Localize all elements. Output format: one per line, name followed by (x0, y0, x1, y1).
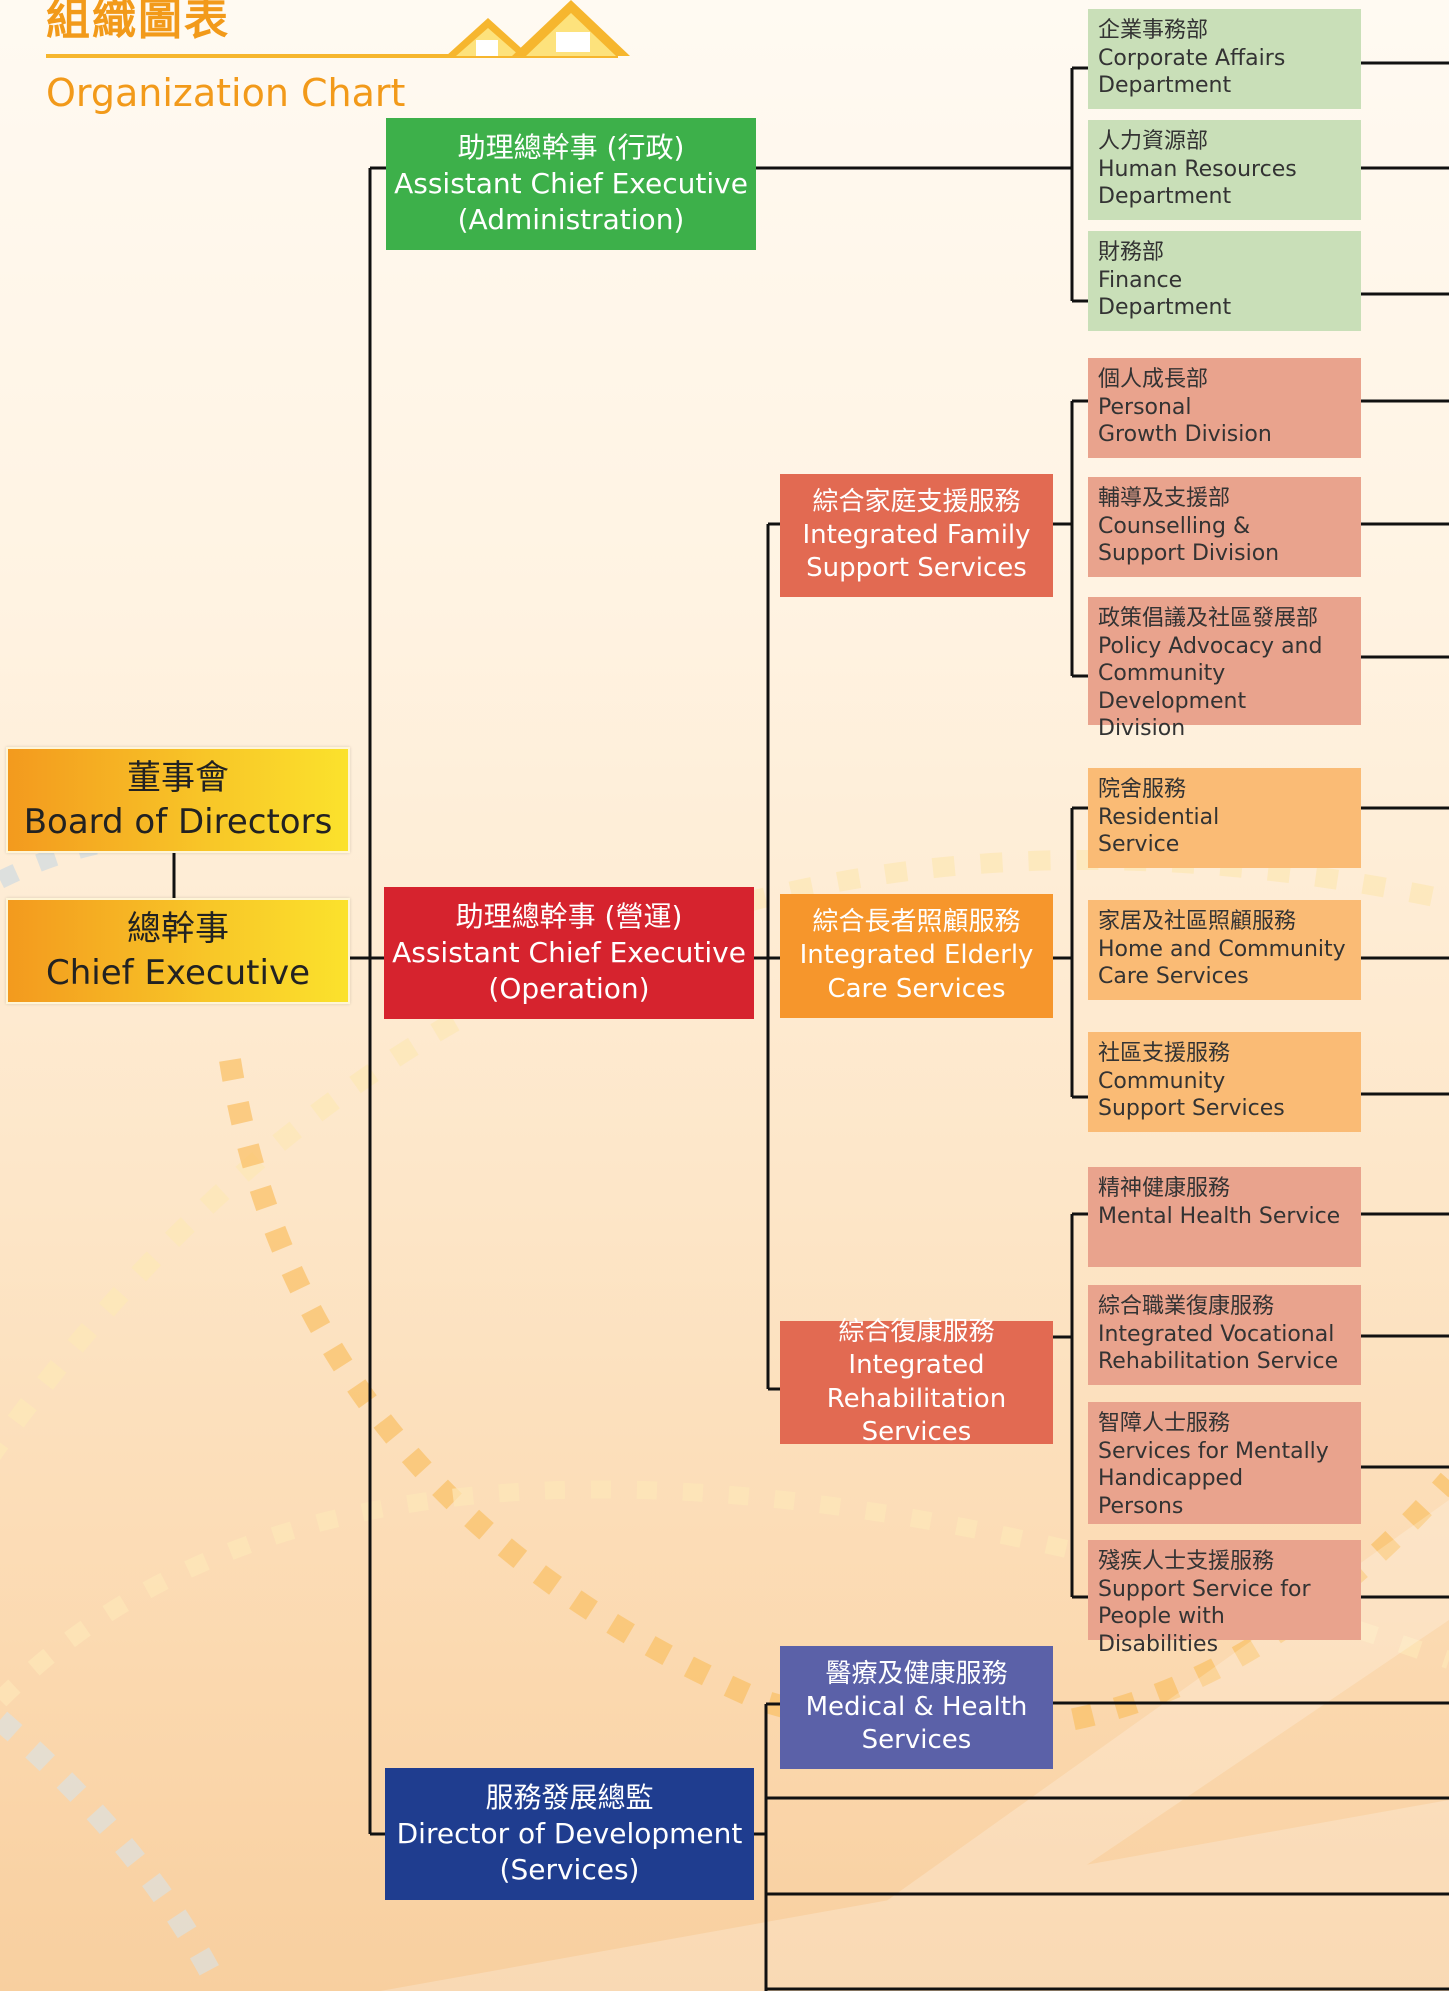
dept-mental-health: 精神健康服務 Mental Health Service (1088, 1167, 1361, 1267)
board-of-directors-box: 董事會 Board of Directors (6, 747, 350, 853)
family-en2: Support Services (806, 553, 1027, 584)
page-title-english: Organization Chart (46, 71, 406, 115)
dept-personal-growth: 個人成長部 Personal Growth Division (1088, 358, 1361, 458)
medical-en2: Services (861, 1725, 972, 1756)
dept-en: Growth Division (1098, 422, 1272, 447)
dept-en: Service (1098, 832, 1180, 857)
dept-en: People with Disabilities (1098, 1604, 1225, 1657)
family-en1: Integrated Family (802, 519, 1031, 550)
board-en: Board of Directors (23, 802, 333, 842)
houses-logo-icon (446, 0, 630, 56)
dept-human-resources: 人力資源部 Human Resources Department (1088, 120, 1361, 220)
dept-en: Persons (1098, 1493, 1184, 1519)
dept-zh: 個人成長部 (1098, 367, 1209, 392)
dept-en: Handicapped (1098, 1466, 1244, 1491)
dept-en: Support Services (1098, 1096, 1285, 1121)
ace-admin-en1: Assistant Chief Executive (394, 167, 748, 201)
dept-zh: 殘疾人士支援服務 (1098, 1549, 1275, 1574)
dept-en: Services for Mentally (1098, 1438, 1329, 1464)
dept-en: Counselling & (1098, 513, 1251, 539)
dept-en: Integrated Vocational (1098, 1321, 1335, 1347)
dept-finance: 財務部 Finance Department (1088, 231, 1361, 331)
director-dev-en1: Director of Development (396, 1817, 743, 1851)
dept-zh: 企業事務部 (1098, 18, 1209, 43)
dept-en: Care Services (1098, 964, 1249, 989)
dept-policy-advocacy: 政策倡議及社區發展部 Policy Advocacy and Community… (1088, 597, 1361, 741)
board-zh: 董事會 (127, 757, 229, 798)
dept-en: Finance (1098, 267, 1183, 293)
family-zh: 綜合家庭支援服務 (812, 486, 1021, 517)
dept-en: Mental Health Service (1098, 1203, 1341, 1229)
dept-en: Corporate Affairs (1098, 45, 1286, 71)
dept-people-with-disabilities: 殘疾人士支援服務 Support Service for People with… (1088, 1540, 1361, 1657)
dept-vocational-rehabilitation: 綜合職業復康服務 Integrated Vocational Rehabilit… (1088, 1285, 1361, 1385)
ceo-zh: 總幹事 (127, 908, 229, 949)
dept-zh: 智障人士服務 (1098, 1411, 1231, 1436)
dept-zh: 社區支援服務 (1098, 1041, 1231, 1066)
dept-en: Personal (1098, 394, 1192, 420)
ace-operation-box: 助理總幹事 (營運) Assistant Chief Executive (Op… (384, 887, 754, 1019)
ceo-en: Chief Executive (46, 953, 310, 993)
ace-admin-en2: (Administration) (457, 202, 685, 236)
dept-mentally-handicapped: 智障人士服務 Services for Mentally Handicapped… (1088, 1402, 1361, 1524)
page-title-chinese: 組織圖表 (46, 0, 230, 45)
dept-en: Rehabilitation Service (1098, 1349, 1339, 1374)
medical-health-services-box: 醫療及健康服務 Medical & Health Services (780, 1646, 1053, 1769)
ace-operation-en2: (Operation) (488, 971, 650, 1005)
elderly-en1: Integrated Elderly (799, 940, 1034, 971)
dept-zh: 人力資源部 (1098, 129, 1209, 154)
dept-en: Support Service for (1098, 1576, 1311, 1602)
rehab-zh: 綜合復康服務 (838, 1316, 995, 1347)
elderly-en2: Care Services (827, 973, 1006, 1004)
rehab-en1: Integrated Rehabilitation (826, 1350, 1007, 1414)
dept-zh: 政策倡議及社區發展部 (1098, 606, 1319, 631)
dept-zh: 精神健康服務 (1098, 1176, 1231, 1201)
dept-en: Human Resources (1098, 156, 1297, 182)
dept-home-community-care: 家居及社區照顧服務 Home and Community Care Servic… (1088, 900, 1361, 1000)
dept-community-support: 社區支援服務 Community Support Services (1088, 1032, 1361, 1132)
dept-zh: 財務部 (1098, 240, 1165, 265)
director-dev-zh: 服務發展總監 (485, 1781, 654, 1815)
ace-administration-box: 助理總幹事 (行政) Assistant Chief Executive (Ad… (386, 118, 756, 250)
medical-zh: 醫療及健康服務 (825, 1658, 1008, 1689)
dept-en: Policy Advocacy and (1098, 633, 1323, 659)
dept-en: Department (1098, 184, 1232, 209)
dept-en: Department (1098, 295, 1232, 320)
rehab-en2: Services (861, 1416, 972, 1447)
title-underline (46, 54, 618, 58)
dept-en: Community (1098, 1068, 1226, 1094)
rehabilitation-services-box: 綜合復康服務 Integrated Rehabilitation Service… (780, 1317, 1053, 1447)
dept-en: Division (1098, 716, 1186, 741)
elderly-zh: 綜合長者照顧服務 (812, 907, 1021, 938)
dept-en: Home and Community (1098, 936, 1346, 962)
dept-zh: 家居及社區照顧服務 (1098, 909, 1297, 934)
director-development-box: 服務發展總監 Director of Development (Services… (385, 1768, 754, 1900)
ace-operation-en1: Assistant Chief Executive (392, 936, 746, 970)
ace-admin-zh: 助理總幹事 (行政) (457, 131, 685, 165)
dept-zh: 院舍服務 (1098, 777, 1187, 802)
chief-executive-box: 總幹事 Chief Executive (6, 898, 350, 1004)
dept-zh: 輔導及支援部 (1098, 486, 1231, 511)
dept-zh: 綜合職業復康服務 (1098, 1294, 1275, 1319)
dept-en: Support Division (1098, 541, 1280, 566)
dept-en: Department (1098, 73, 1232, 98)
dept-counselling-support: 輔導及支援部 Counselling & Support Division (1088, 477, 1361, 577)
family-support-services-box: 綜合家庭支援服務 Integrated Family Support Servi… (780, 474, 1053, 597)
elderly-care-services-box: 綜合長者照顧服務 Integrated Elderly Care Service… (780, 894, 1053, 1018)
dept-en: Residential (1098, 804, 1220, 830)
dept-en: Community Development (1098, 661, 1247, 714)
director-dev-en2: (Services) (499, 1852, 640, 1886)
dept-residential-service: 院舍服務 Residential Service (1088, 768, 1361, 868)
medical-en1: Medical & Health (805, 1691, 1028, 1722)
dept-corporate-affairs: 企業事務部 Corporate Affairs Department (1088, 9, 1361, 109)
ace-operation-zh: 助理總幹事 (營運) (455, 900, 683, 934)
